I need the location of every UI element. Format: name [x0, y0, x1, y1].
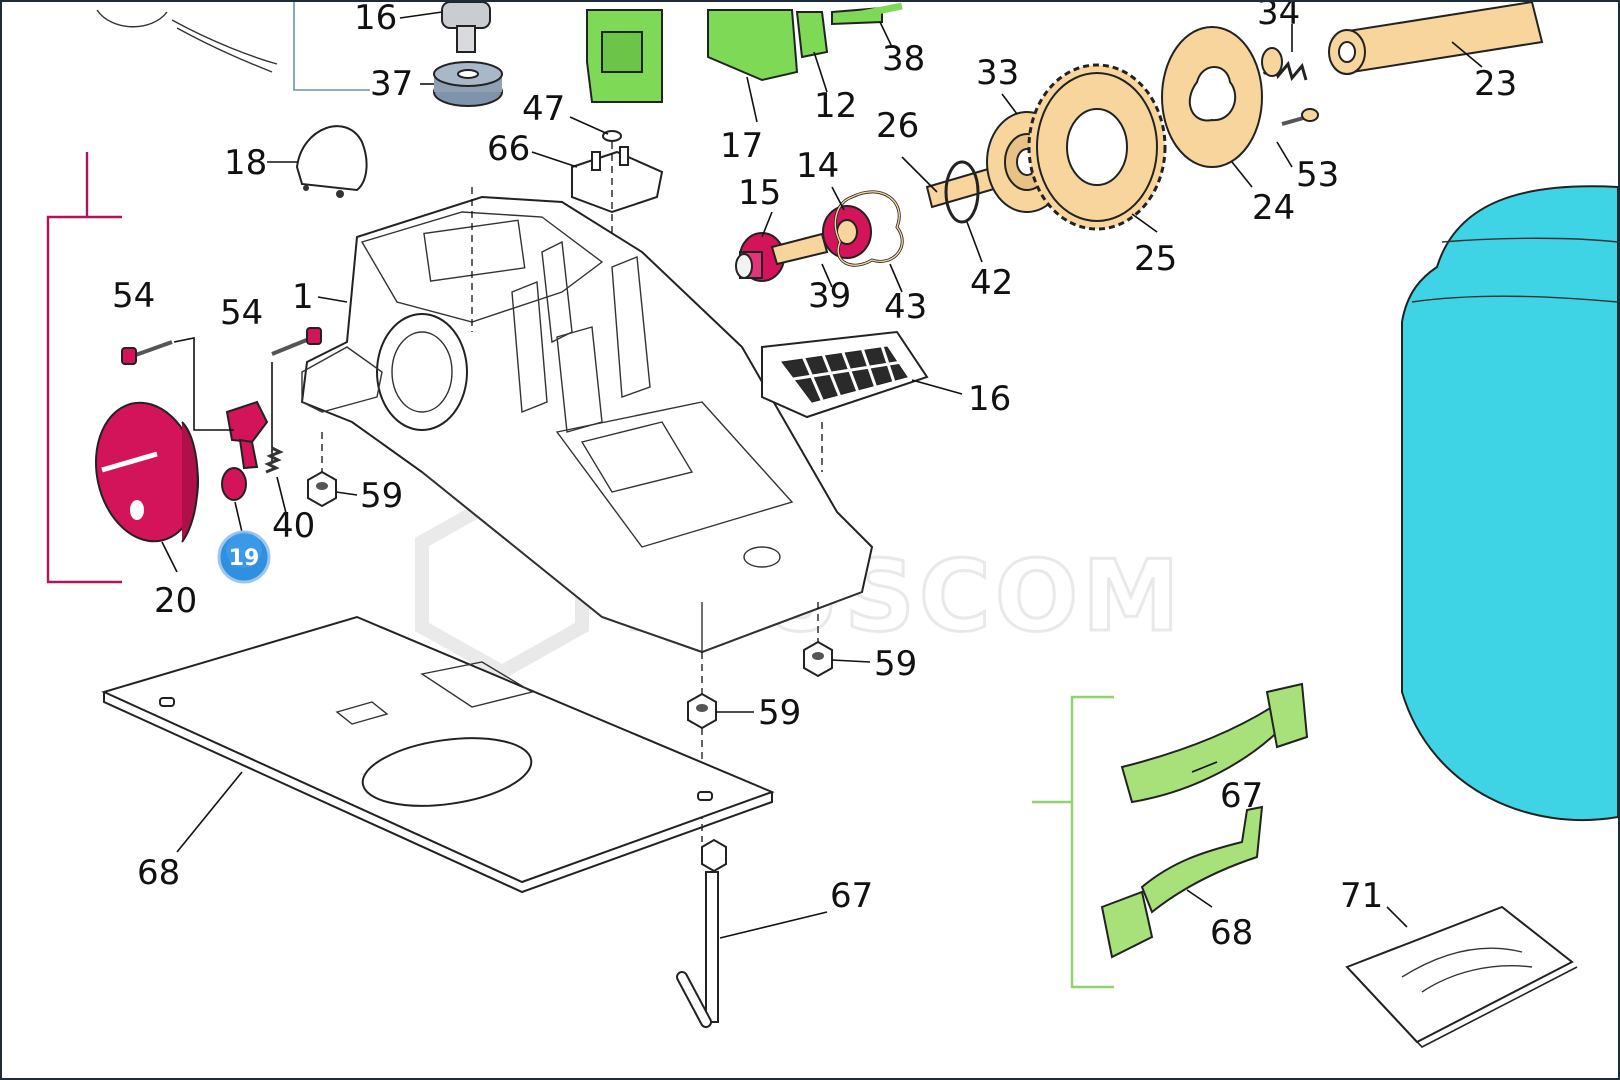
part-19-lever [221, 400, 269, 501]
label-40: 40 [272, 506, 315, 546]
part-22-motor-shaft [441, 2, 491, 53]
part-16-grille [761, 330, 929, 419]
label-59-c: 59 [758, 693, 801, 733]
part-54-screw-right [271, 327, 322, 356]
cyan-cover [1401, 185, 1618, 821]
part-number-labels: 16 37 47 66 18 1 17 12 38 26 33 34 23 53… [112, 2, 1517, 953]
part-23-axle [1328, 2, 1544, 75]
leader-lines [161, 11, 1483, 939]
label-59-a: 59 [360, 476, 403, 516]
label-65: 67 [1220, 776, 1263, 816]
label-43: 43 [884, 287, 927, 327]
part-15-pinion [735, 232, 785, 282]
label-68: 68 [137, 853, 180, 893]
label-1: 1 [292, 277, 314, 317]
label-54-right: 54 [220, 293, 263, 333]
label-59-b: 59 [874, 644, 917, 684]
label-14: 14 [796, 146, 839, 186]
part-59-nut-c [687, 692, 717, 730]
part-59-nut-a [307, 470, 337, 508]
part-39-shaft [770, 232, 829, 266]
label-20: 20 [154, 581, 197, 621]
label-38: 38 [882, 39, 925, 79]
magenta-group-bracket [46, 152, 122, 584]
part-37-spring [1261, 47, 1308, 82]
label-54-left: 54 [112, 276, 155, 316]
label-16: 16 [968, 379, 1011, 419]
part-71-manual [1345, 905, 1578, 1048]
label-67: 67 [830, 876, 873, 916]
highlighted-part-badge-19[interactable]: 19 [217, 530, 271, 584]
green-bracket-group [586, 6, 883, 103]
label-47: 47 [522, 89, 565, 129]
part-1-housing [300, 195, 874, 654]
green-group-bracket [1032, 695, 1114, 989]
label-12: 12 [814, 86, 857, 126]
part-14-coupling [822, 205, 872, 259]
part-59-nut-b [803, 640, 833, 678]
cable-part [96, 9, 278, 73]
label-34: 37 [370, 64, 413, 104]
label-66: 68 [1210, 913, 1253, 953]
label-61: 66 [487, 129, 530, 169]
part-61-connector [571, 130, 664, 242]
label-33: 33 [976, 53, 1019, 93]
label-39: 39 [808, 276, 851, 316]
label-71: 71 [1340, 876, 1383, 916]
label-37: 34 [1257, 2, 1300, 33]
label-23: 23 [1474, 64, 1517, 104]
part-40-spring [264, 446, 284, 474]
part-42-clip [944, 160, 980, 224]
part-38-screw [841, 2, 903, 22]
label-15: 15 [738, 173, 781, 213]
part-24-plate [1161, 26, 1263, 168]
label-22: 16 [354, 2, 397, 38]
part-43-gasket [833, 190, 904, 267]
part-65-release-lever [1120, 682, 1309, 804]
label-42: 42 [970, 263, 1013, 303]
badge-19-text: 19 [229, 546, 260, 571]
part-67-anchor-bolt [676, 838, 727, 1028]
part-54-screw-left [121, 340, 173, 365]
part-18-cap [295, 125, 368, 198]
part-66-release-lever [1100, 805, 1264, 959]
part-20-cover-disc [94, 401, 200, 543]
part-34-bushing [433, 61, 503, 107]
label-24: 24 [1252, 188, 1295, 228]
label-53: 53 [1296, 155, 1339, 195]
label-25: 25 [1134, 239, 1177, 279]
label-17: 17 [720, 126, 763, 166]
part-25-gear [1027, 63, 1167, 231]
label-18: 18 [224, 143, 267, 183]
part-53-screw [1281, 108, 1319, 126]
part-68-base-plate [101, 615, 775, 894]
label-26: 26 [876, 106, 919, 146]
